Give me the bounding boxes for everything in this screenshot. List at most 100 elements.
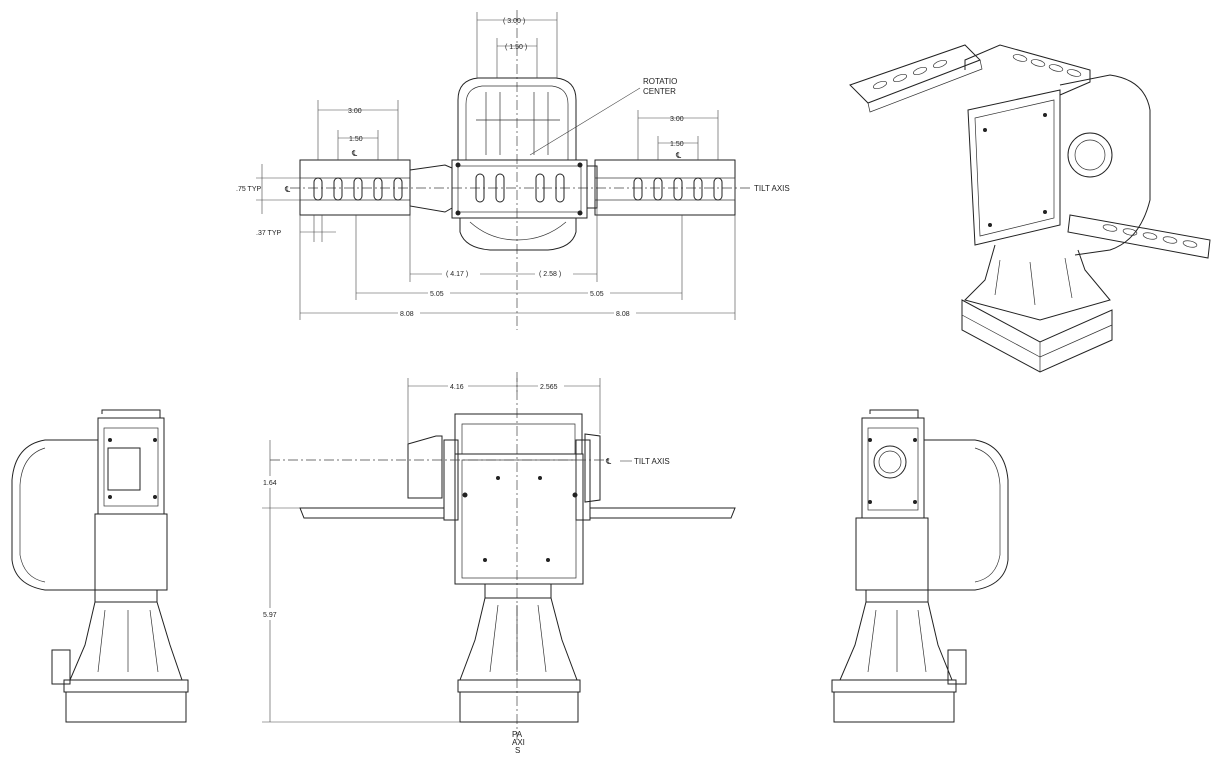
front-main-plate-inner: [461, 459, 577, 579]
right-rail-dims: 3.00 1.50 ℄: [637, 110, 719, 160]
slot: [1122, 228, 1138, 236]
centerline-symbol-front: ℄: [605, 457, 612, 466]
dim-gap: [428, 287, 450, 299]
slot: [912, 66, 928, 76]
bolt: [1043, 113, 1047, 117]
side-right-pedestal-ribs: [867, 609, 927, 673]
dim-gap: [262, 608, 280, 620]
slot: [932, 59, 948, 69]
dim-4-17: ( 4.17 ): [446, 271, 468, 278]
slot: [872, 80, 888, 90]
dim-8-08-right: 8.08: [616, 311, 630, 318]
centerline-symbol-tilt: ℄: [284, 185, 291, 194]
slot: [1182, 240, 1198, 248]
dim-8-08-left: 8.08: [400, 311, 414, 318]
centerline-symbol-left: ℄: [351, 149, 358, 158]
slot: [495, 173, 505, 203]
slot: [1066, 69, 1082, 77]
bolt: [462, 492, 468, 498]
dim-right-3-00: 3.00: [670, 116, 684, 123]
center-plate-bolts: [455, 162, 583, 216]
center-slots: [475, 173, 565, 203]
iso-rail-upper-slots: [872, 59, 948, 90]
dim-typ-75: .75 TYP: [236, 186, 261, 193]
dim-gap: [535, 267, 573, 279]
side-right-base: [833, 691, 955, 723]
dim-top-1-50: ( 1.50 ): [505, 44, 527, 51]
dim-gap: [448, 380, 468, 391]
left-motor-stub: [409, 164, 453, 213]
bolt: [108, 495, 112, 499]
centerline-symbol-right: ℄: [675, 151, 682, 160]
center-plate: [451, 159, 588, 219]
side-right-housing-inner: [974, 447, 1001, 583]
left-rail-slots: [313, 177, 403, 201]
front-top-dims: 4.16 2.565: [407, 378, 601, 444]
iso-motor-face-inner: [1074, 139, 1106, 171]
base-outline-top: [459, 218, 577, 251]
dim-5-05-right: 5.05: [590, 291, 604, 298]
front-base: [459, 691, 579, 723]
bolt: [455, 210, 461, 216]
side-left-body: [94, 513, 168, 591]
iso-motor-housing: [1059, 74, 1151, 256]
front-pedestal-ribs: [489, 604, 547, 673]
side-left-head-inner: [103, 427, 159, 507]
dim-2-58: ( 2.58 ): [539, 271, 561, 278]
tilt-axis-label-top: TILT AXIS: [754, 184, 790, 193]
dim-gap: [614, 307, 636, 319]
front-right-rail: [589, 507, 736, 519]
slot: [1102, 224, 1118, 232]
slot: [373, 177, 383, 201]
pan-axis-label-3: S: [515, 746, 520, 755]
front-main-plate: [454, 453, 584, 585]
rotation-center-label-2: CENTER: [643, 87, 676, 96]
side-left-cap: [101, 409, 161, 418]
dim-typ-37: .37 TYP: [256, 230, 281, 237]
side-right-pedestal: [839, 601, 953, 681]
left-rail-dims: 3.00 1.50 ℄: [317, 100, 399, 160]
dim-left-3-00: 3.00: [348, 108, 362, 115]
dim-5-05-left: 5.05: [430, 291, 444, 298]
bolt: [577, 162, 583, 168]
slot: [1030, 59, 1046, 67]
top-dims: ( 3.00 ) ( 1.50 ): [476, 12, 558, 78]
side-right-housing: [924, 439, 1009, 591]
dim-gap: [588, 287, 610, 299]
slot: [892, 73, 908, 83]
side-left-neck: [94, 589, 158, 603]
dim-left-1-50: 1.50: [349, 136, 363, 143]
bolt: [983, 128, 987, 132]
right-rail-web: [594, 177, 736, 201]
slot: [1012, 54, 1028, 62]
side-right-head-inner: [867, 427, 919, 511]
side-left-pedestal: [69, 601, 183, 681]
top-view-bottom-dims: ( 4.17 ) ( 2.58 ) 5.05 5.05 8.08 8.08: [299, 206, 736, 320]
front-right-motor: [584, 433, 601, 503]
slot: [353, 177, 363, 201]
right-side-view: [831, 409, 1009, 723]
iso-rail-lower: [1067, 214, 1211, 259]
front-top-bracket: [454, 413, 583, 454]
rotation-center-label: ROTATIO: [643, 77, 677, 86]
bolt: [913, 500, 917, 504]
slot: [475, 173, 485, 203]
dim-top-3-00: ( 3.00 ): [503, 18, 525, 25]
iso-rail-upper-edge: [867, 59, 983, 113]
iso-rail-upper: [849, 44, 981, 104]
side-right-motor-face-inner: [878, 450, 902, 474]
bolt: [496, 476, 500, 480]
front-base-top: [457, 679, 581, 693]
slot: [693, 177, 703, 201]
side-left-pedestal-ribs: [97, 609, 159, 673]
bolt: [572, 492, 578, 498]
side-right-cap: [869, 409, 919, 418]
side-left-housing-inner: [19, 447, 46, 583]
pan-axis-label-1: PA: [512, 730, 523, 739]
iso-top-bracket-slots: [1012, 54, 1082, 77]
left-side-view: [11, 409, 189, 723]
iso-front-plate-inner: [974, 99, 1055, 237]
slot: [673, 177, 683, 201]
bolt: [153, 438, 157, 442]
